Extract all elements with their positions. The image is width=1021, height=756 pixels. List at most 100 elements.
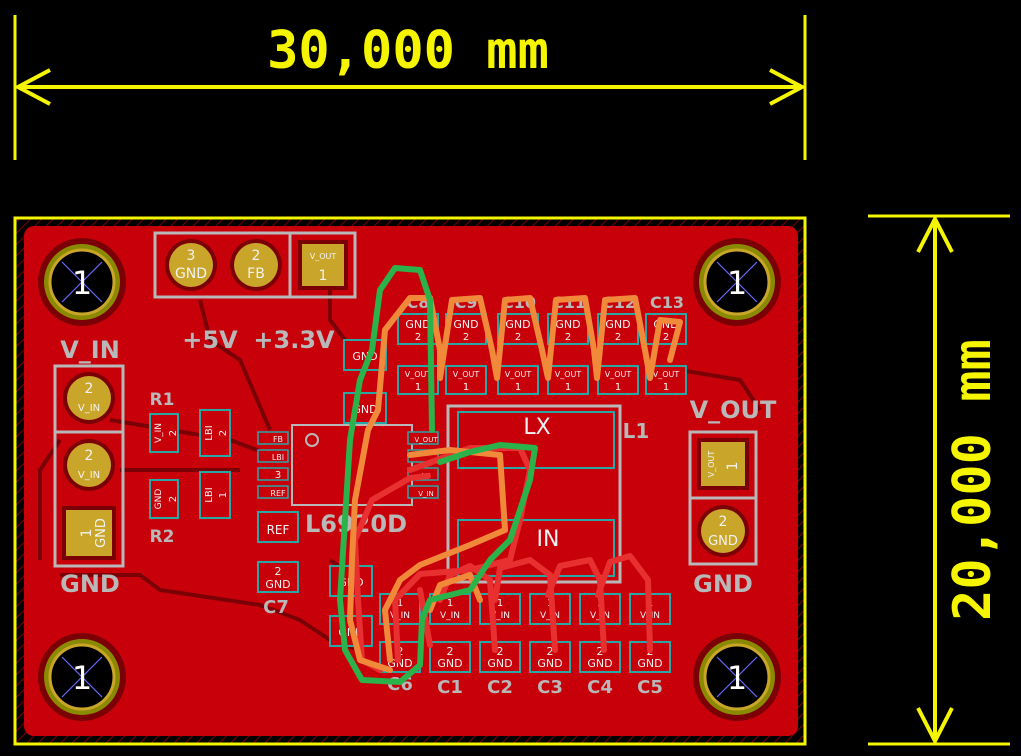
pin-net: V_OUT [707, 451, 716, 478]
mounting-hole-label: 1 [727, 659, 747, 697]
vout-title: V_OUT [690, 396, 777, 424]
pad-net: V_OUT [653, 370, 680, 379]
pad-num: 1 [463, 382, 469, 393]
r1-pad-net: V_IN [154, 423, 164, 443]
ic-pin: LBI [272, 453, 284, 462]
r1-label: R1 [150, 390, 175, 410]
cap-label: C3 [537, 677, 563, 698]
pin-net: V_IN [78, 470, 100, 481]
resistor-r2: GND 2 R2 [149, 479, 179, 547]
pin-net: V_OUT [310, 252, 337, 261]
pad-net: GND [555, 318, 580, 331]
lbi-pad-num: 1 [218, 492, 229, 498]
pin-net: GND [708, 534, 738, 549]
c7-label: C7 [263, 597, 289, 618]
pad-num: 1 [615, 382, 621, 393]
pin-number: 1 [319, 268, 328, 284]
pin-number: 2 [85, 448, 94, 464]
pin-net: GND [94, 518, 109, 548]
lbi-pad-num: 2 [218, 430, 229, 436]
gnd-pad-label: GND [352, 403, 377, 416]
mounting-hole-label: 1 [727, 264, 747, 302]
ic-pin: REF [270, 489, 286, 498]
pad-net: V_OUT [605, 370, 632, 379]
cap-label: C4 [587, 677, 613, 698]
pad-num: 1 [447, 598, 453, 609]
pin-number: 2 [85, 381, 94, 397]
ref-pad-label: REF [267, 523, 290, 537]
pad-num: 2 [663, 332, 669, 343]
vin-footer: GND [60, 570, 120, 598]
lx-label: LX [523, 415, 550, 440]
mounting-hole: 1 [693, 238, 781, 326]
ic-pin: 3 [275, 470, 281, 481]
pad-net: GND [437, 657, 462, 670]
annotation-green-strokes [337, 265, 538, 685]
pad-num: 2 [515, 332, 521, 343]
pad-net: GND [453, 318, 478, 331]
height-dimension: 20,000 mm [868, 214, 1010, 746]
pad-num: 2 [615, 332, 621, 343]
ic-pin: V_IN [418, 490, 434, 498]
pin-number: 1 [79, 529, 95, 538]
pin-number: 2 [719, 514, 728, 530]
pad-net: V_IN [490, 611, 510, 621]
mounting-hole-label: 1 [72, 659, 92, 697]
cap-label: C2 [487, 677, 513, 698]
cap-label: C13 [650, 293, 684, 312]
lbi-pad-label: LBI [204, 425, 215, 440]
pad-net: V_IN [440, 611, 460, 621]
pin-number: 1 [725, 462, 741, 471]
pad-num: 2 [463, 332, 469, 343]
vout-footer: GND [693, 570, 753, 598]
height-dimension-label: 20,000 mm [943, 339, 1003, 621]
lbi-pads: LBI 2 LBI 1 [199, 409, 231, 519]
pad-num: 1 [565, 382, 571, 393]
pad-num: 1 [663, 382, 669, 393]
cap-label: C5 [637, 677, 663, 698]
capacitor-c7: 2 GND C7 [257, 561, 299, 618]
pad-num: 2 [547, 645, 554, 658]
ic-pin: V_OUT [414, 436, 438, 444]
c7-pad-net: GND [265, 578, 290, 591]
pad-net: GND [387, 657, 412, 670]
pin-number: 2 [252, 248, 261, 264]
plus3v3-label: +3.3V [253, 326, 335, 354]
header-top-connector: 3 GND 2 FB V_OUT 1 [153, 231, 357, 299]
vin-connector: V_IN 2 V_IN 2 V_IN 1 GND GND [53, 336, 125, 598]
pad-net: V_OUT [453, 370, 480, 379]
pin-net: V_IN [78, 403, 100, 414]
mounting-hole-label: 1 [72, 264, 92, 302]
pin-net: GND [175, 266, 207, 282]
pad-net: V_IN [390, 611, 410, 621]
pad-net: GND [405, 318, 430, 331]
width-dimension-label: 30,000 mm [267, 21, 549, 81]
in-label: IN [537, 527, 560, 552]
pad-num: 2 [415, 332, 421, 343]
pad-num: 2 [447, 645, 454, 658]
pin-number: 3 [187, 248, 196, 264]
pad-net: V_OUT [505, 370, 532, 379]
pad-net: GND [505, 318, 530, 331]
ref-pad: REF [257, 511, 299, 543]
l1-label: L1 [623, 419, 650, 443]
pad-num: 1 [515, 382, 521, 393]
width-dimension: 30,000 mm [13, 15, 807, 160]
r1-pad-num: 2 [168, 430, 179, 436]
mounting-hole: 1 [38, 238, 126, 326]
ic-l6920d: FB LBI 3 REF V_OUT LX V_IN L6920D [257, 424, 439, 538]
vin-title: V_IN [60, 336, 120, 364]
r2-pad-num: 2 [168, 496, 179, 502]
resistor-r1: R1 V_IN 2 [149, 390, 179, 453]
pad-net: V_OUT [405, 370, 432, 379]
lbi-pad-label: LBI [204, 487, 215, 502]
r2-label: R2 [150, 527, 175, 547]
pad-net: GND [487, 657, 512, 670]
pad-net: V_OUT [555, 370, 582, 379]
mounting-hole: 1 [38, 633, 126, 721]
r2-pad-net: GND [154, 489, 164, 510]
pad-net: GND [537, 657, 562, 670]
pad-num: 1 [497, 598, 503, 609]
pad-num: 1 [415, 382, 421, 393]
